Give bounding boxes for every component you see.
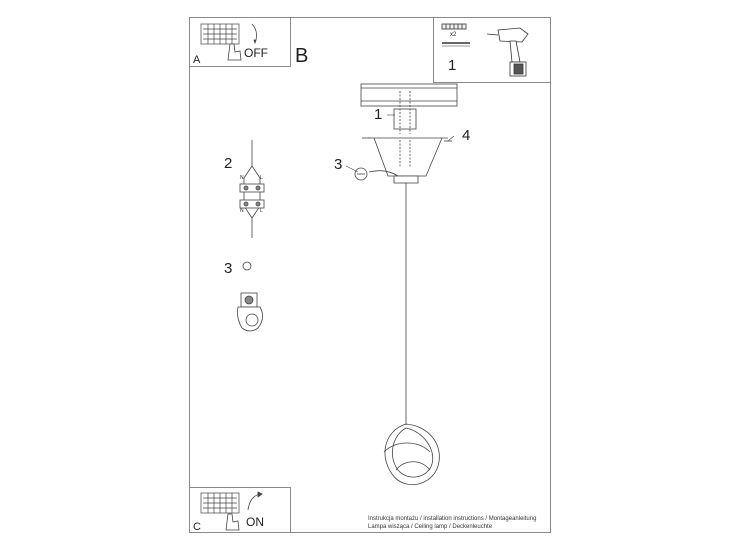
caption-line-2: Lampa wisząca / Ceiling lamp / Deckenleu… (368, 524, 493, 530)
drill-icon (486, 27, 529, 77)
wire-label-neutral: N (240, 175, 244, 181)
section-a-letter: A (193, 54, 201, 66)
caption-block: Instrukcja montażu / installation instru… (368, 515, 536, 531)
wire-label-live: L (260, 175, 263, 181)
wire-label-live-bottom: L (260, 208, 263, 214)
lamp-shade (383, 423, 440, 486)
step-number-tools: 1 (448, 57, 457, 74)
step-number-wiring: 2 (224, 155, 233, 172)
screw-icon (442, 42, 470, 47)
wire-label-neutral-bottom: N (240, 208, 244, 214)
hand-icon (227, 23, 257, 61)
section-c-letter: C (193, 521, 201, 533)
step-number-canopy-screw: 3 (334, 156, 343, 173)
caption-line-1: Instrukcja montażu / installation instru… (368, 516, 537, 522)
panel-a-switch-off (189, 17, 291, 67)
panel-c-switch-on (189, 487, 291, 533)
panel-tools (433, 17, 551, 83)
step-number-mount: 1 (374, 106, 383, 123)
switch-panel-icon (200, 23, 240, 45)
cable-clamp (237, 261, 263, 332)
step-number-screws: 4 (462, 127, 471, 144)
wiring-connector (239, 140, 265, 238)
step-number-cable-clamp: 3 (224, 260, 233, 277)
switch-off-label: OFF (244, 46, 268, 60)
instruction-sheet (189, 17, 551, 533)
section-b-letter: B (295, 45, 309, 67)
anchor-count: x2 (450, 32, 457, 38)
ceiling-canopy (354, 83, 458, 184)
switch-panel-icon (200, 492, 240, 514)
switch-on-label: ON (246, 515, 264, 529)
hand-icon (225, 491, 263, 531)
wall-plug-icon (441, 23, 467, 30)
